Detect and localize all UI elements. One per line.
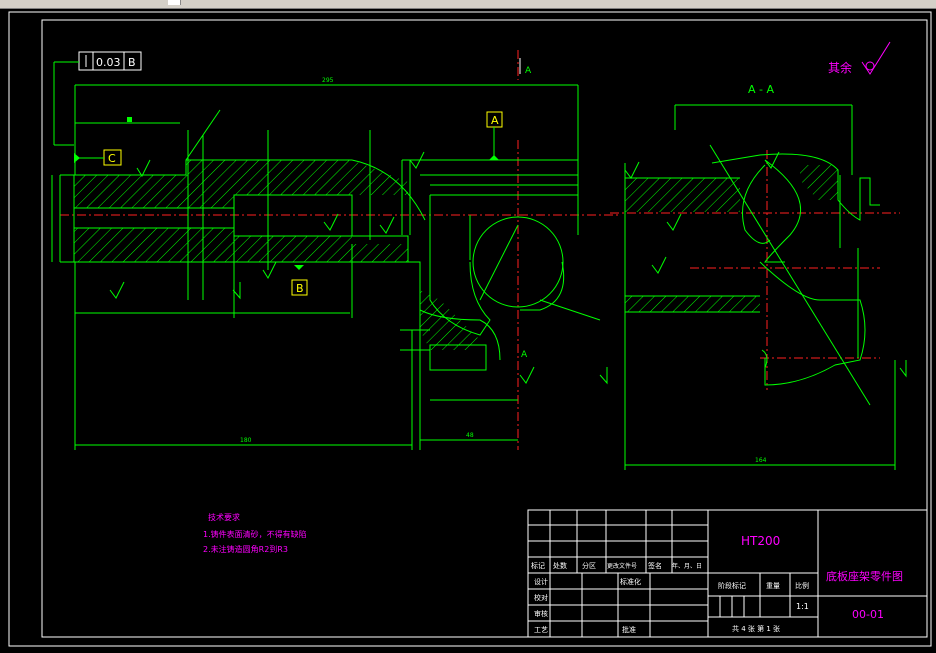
bore-circle — [472, 216, 564, 308]
notes-line1: 1.铸件表面清砂，不得有缺陷 — [203, 529, 307, 539]
roughness-note: 其余 — [828, 60, 852, 75]
technical-notes: 技术要求 1.铸件表面清砂，不得有缺陷 2.未注铸造圆角R2到R3 — [203, 512, 307, 554]
svg-text:分区: 分区 — [582, 561, 596, 570]
svg-text:0.03: 0.03 — [96, 56, 121, 69]
notes-title: 技术要求 — [208, 512, 240, 522]
svg-text:标准化: 标准化 — [620, 577, 641, 586]
inner-border — [41, 19, 928, 638]
material-text: HT200 — [741, 534, 780, 548]
dim-lower-text: 180 — [240, 437, 252, 444]
window-top-strip — [0, 0, 936, 9]
svg-text:C: C — [108, 152, 116, 165]
section-title: A - A — [748, 83, 774, 96]
datum-b-box — [291, 279, 308, 296]
svg-text:比例: 比例 — [795, 581, 809, 590]
notes-line2: 2.未注铸造圆角R2到R3 — [203, 544, 288, 554]
svg-text:1:1: 1:1 — [796, 602, 809, 611]
scroll-thumb[interactable] — [168, 0, 181, 5]
dim-overall-text: 295 — [322, 77, 334, 84]
title-block: HT200 底板座架零件图 00-01 标记 处数 分区 更改文件号 签名 年、… — [527, 509, 928, 638]
svg-text:处数: 处数 — [553, 561, 567, 570]
outer-border — [8, 11, 932, 647]
svg-text:B: B — [296, 282, 304, 295]
svg-text:更改文件号: 更改文件号 — [607, 562, 637, 570]
lower-hatch — [74, 228, 408, 262]
svg-text:共 4 张 第 1 张: 共 4 张 第 1 张 — [732, 624, 780, 633]
svg-text:审核: 审核 — [534, 609, 548, 618]
section-view: A - A 164 — [599, 41, 907, 470]
svg-text:批准: 批准 — [622, 625, 636, 634]
svg-text:A: A — [491, 114, 499, 127]
tolerance-frame: 0.03 B — [53, 51, 142, 146]
section-mark-top: A — [525, 66, 532, 76]
part-name: 底板座架零件图 — [826, 569, 903, 583]
svg-text:校对: 校对 — [534, 593, 548, 602]
svg-text:标记: 标记 — [531, 561, 545, 570]
section-mark-bottom: A — [521, 350, 528, 360]
dim-lower2-text: 48 — [466, 432, 474, 439]
svg-text:重量: 重量 — [766, 582, 780, 590]
drawing-number: 00-01 — [852, 608, 884, 621]
svg-text:设计: 设计 — [534, 577, 548, 586]
svg-text:阶段标记: 阶段标记 — [718, 581, 746, 590]
main-view: 295 180 48 — [51, 50, 620, 450]
svg-text:工艺: 工艺 — [534, 626, 548, 634]
svg-text:签名: 签名 — [648, 561, 662, 570]
svg-text:B: B — [128, 56, 136, 69]
upper-hatch — [74, 160, 408, 208]
svg-text:年、月、日: 年、月、日 — [672, 562, 702, 570]
svg-text:164: 164 — [755, 457, 767, 464]
